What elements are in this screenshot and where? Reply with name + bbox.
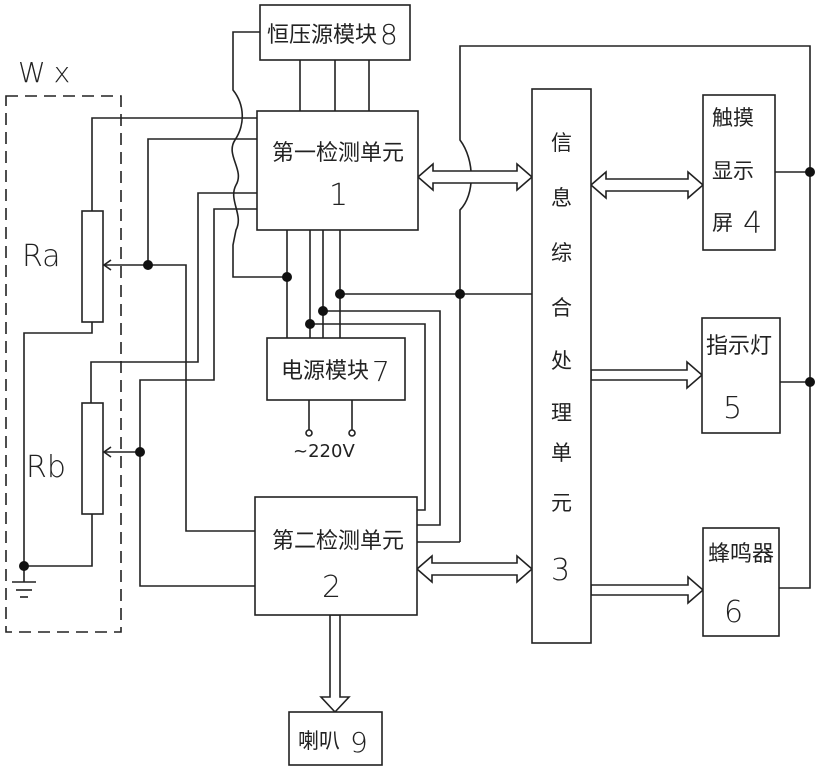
block-label: 信 bbox=[551, 131, 572, 155]
block-indicator: 指示灯 5 bbox=[702, 318, 780, 433]
wx-label: Wx bbox=[18, 56, 78, 89]
ra-label: Ra bbox=[22, 239, 61, 274]
block-detect2: 第二检测单元 2 bbox=[255, 497, 417, 615]
block-label: 7 bbox=[372, 355, 390, 388]
block-label: 触摸 bbox=[712, 106, 754, 130]
block-constant-voltage: 恒压源模块 8 bbox=[260, 5, 410, 60]
rb-label: Rb bbox=[26, 450, 66, 485]
block-label: 第一检测单元 bbox=[272, 141, 404, 166]
block-label: 单 bbox=[551, 441, 572, 465]
arrows bbox=[321, 164, 703, 712]
block-label: 元 bbox=[551, 491, 572, 515]
block-label: 显示 bbox=[712, 159, 754, 183]
arrow-2-9 bbox=[321, 615, 349, 712]
double-arrow-1-3 bbox=[418, 164, 532, 190]
block-label: 4 bbox=[743, 206, 762, 241]
block-speaker: 喇叭 9 bbox=[289, 712, 382, 765]
block-label: 蜂鸣器 bbox=[708, 542, 774, 567]
block-label: 6 bbox=[724, 595, 743, 630]
block-label: 合 bbox=[551, 296, 572, 320]
block-label: 屏 bbox=[712, 211, 733, 235]
block-label: 指示灯 bbox=[706, 334, 772, 359]
block-label: 第二检测单元 bbox=[272, 529, 404, 554]
block-power: 电源模块 7 bbox=[267, 338, 405, 400]
block-label: 2 bbox=[322, 570, 341, 605]
block-label: 理 bbox=[551, 401, 572, 425]
block-buzzer: 蜂鸣器 6 bbox=[703, 528, 779, 636]
double-arrow-2-3 bbox=[417, 556, 532, 582]
block-label: 5 bbox=[723, 391, 742, 426]
block-label: 电源模块 bbox=[281, 359, 369, 384]
block-label: 恒压源模块 bbox=[267, 23, 377, 48]
block-label: 9 bbox=[350, 726, 368, 759]
block-label: 综 bbox=[551, 241, 572, 265]
block-detect1: 第一检测单元 1 bbox=[257, 111, 418, 230]
block-label: 喇叭 bbox=[298, 729, 340, 753]
block-label: 8 bbox=[380, 18, 398, 51]
block-label: 1 bbox=[329, 178, 348, 213]
block-processor: 信 息 综 合 处 理 单 元 3 bbox=[532, 89, 591, 643]
resistor-rb bbox=[82, 403, 103, 514]
block-touch-screen: 触摸 显示 屏 4 bbox=[703, 95, 775, 250]
double-arrow-3-4 bbox=[591, 172, 703, 198]
arrow-3-5 bbox=[591, 362, 702, 388]
ac-220v-label: ~220V bbox=[293, 441, 355, 462]
resistor-ra bbox=[82, 211, 103, 322]
block-label: 3 bbox=[551, 553, 570, 588]
arrow-3-6 bbox=[591, 577, 703, 603]
block-label: 息 bbox=[551, 186, 572, 210]
block-label: 处 bbox=[551, 349, 572, 373]
